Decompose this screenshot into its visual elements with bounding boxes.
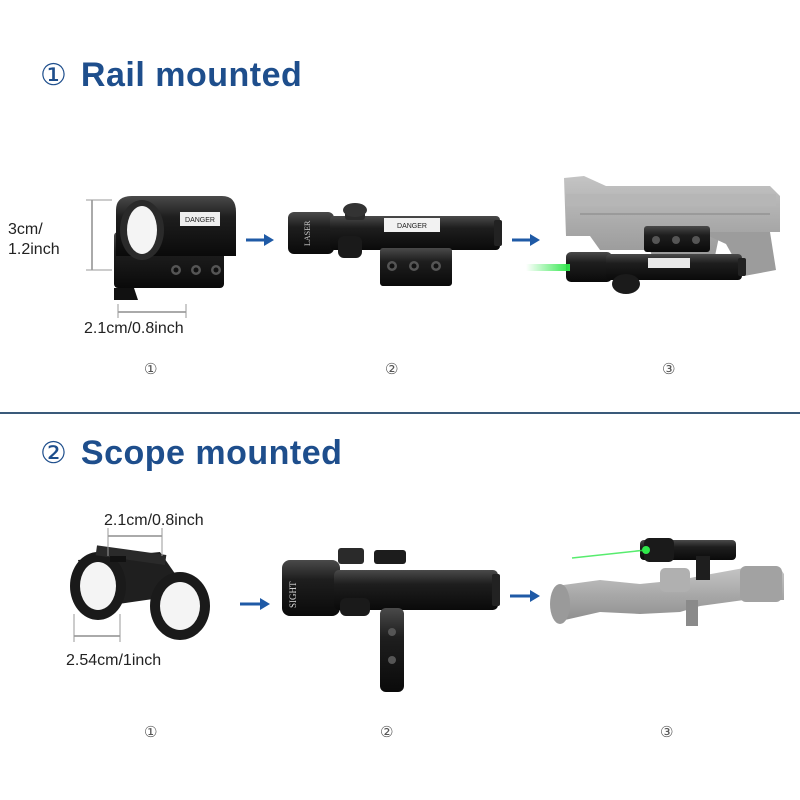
step-3-label: ③	[662, 360, 676, 378]
danger-label: DANGER	[397, 223, 427, 230]
arrow-icon	[246, 234, 274, 246]
danger-label: DANGER	[185, 217, 215, 224]
step-1-label: ①	[144, 723, 158, 741]
width-dimension-label: 2.1cm/0.8inch	[84, 320, 184, 337]
rail-mount-image: DANGER	[114, 196, 236, 300]
section-number: ①	[40, 58, 67, 93]
pistol-with-laser-image	[526, 176, 780, 294]
step-3-label: ③	[660, 723, 674, 741]
scope-ring-mount-image	[70, 545, 210, 640]
ring-width-dimension-label: 2.1cm/0.8inch	[104, 512, 204, 529]
section-divider	[0, 412, 800, 414]
rail-mounted-heading: ① Rail mounted	[40, 56, 302, 95]
height-dimension-label: 3cm/ 1.2inch	[8, 221, 60, 258]
laser-label: LASER	[303, 220, 312, 246]
laser-sight-image: DANGER LASER	[288, 203, 502, 286]
arrow-icon	[512, 234, 540, 246]
arrow-icon	[510, 590, 540, 602]
step-2-label: ②	[380, 723, 394, 741]
section-title: Scope mounted	[80, 434, 343, 472]
arrow-icon	[240, 598, 270, 610]
sight-label: SIGHT	[288, 581, 298, 608]
section-title: Rail mounted	[80, 56, 303, 94]
laser-with-ring-mount-image: SIGHT	[282, 548, 500, 692]
rifle-scope-with-laser-image	[550, 538, 784, 626]
scope-mounted-heading: ② Scope mounted	[40, 434, 342, 473]
step-1-label: ①	[144, 360, 158, 378]
section-number: ②	[40, 436, 67, 471]
ring-diameter-dimension-label: 2.54cm/1inch	[66, 652, 162, 669]
step-2-label: ②	[385, 360, 399, 378]
